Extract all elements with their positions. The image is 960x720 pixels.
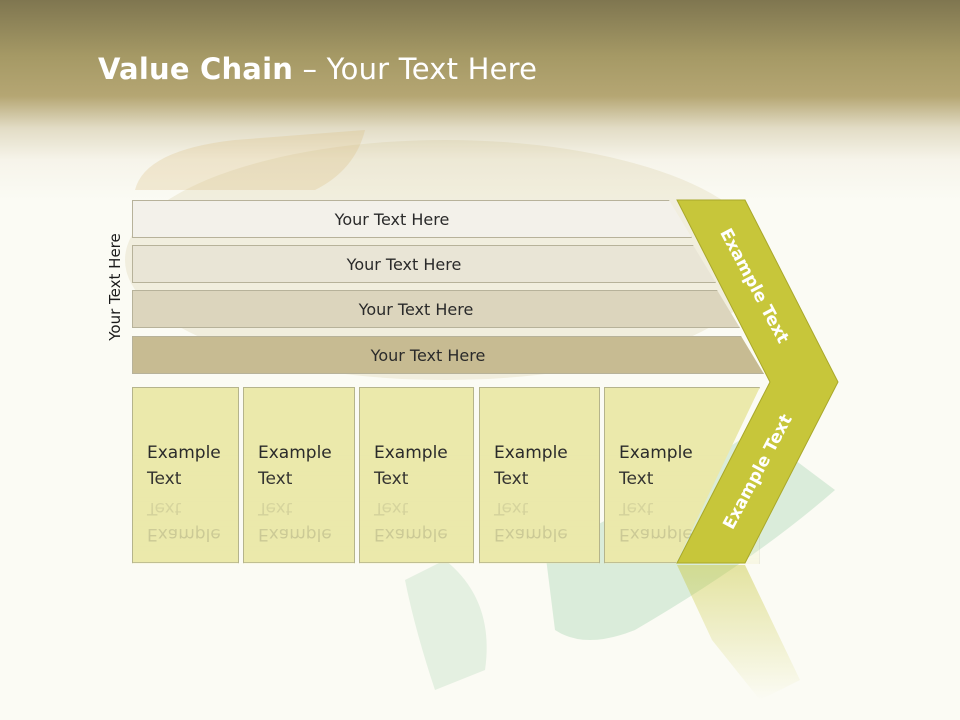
reflection-text-line1: Example — [494, 524, 568, 544]
box-text-line1: Example — [374, 440, 473, 466]
box-text-line2: Text — [374, 466, 473, 492]
primary-box-2: Example Text — [243, 387, 355, 563]
page-title: Value Chain – Your Text Here — [98, 52, 537, 86]
primary-box-1: Example Text — [132, 387, 239, 563]
side-label: Your Text Here — [106, 233, 124, 341]
reflection-text-line2: Text — [374, 498, 409, 518]
support-bar-label: Your Text Here — [334, 209, 450, 229]
reflection-text-line1: Example — [258, 524, 332, 544]
support-bar-3: Your Text Here — [132, 290, 740, 328]
reflection-text-line1: Example — [147, 524, 221, 544]
header-band — [0, 0, 960, 200]
box-text-line2: Text — [619, 466, 759, 492]
primary-box-3: Example Text — [359, 387, 474, 563]
support-bar-label: Your Text Here — [358, 299, 474, 319]
box-text-line2: Text — [147, 466, 238, 492]
box-text-line1: Example — [258, 440, 354, 466]
box-text-line1: Example — [619, 440, 759, 466]
reflection-text-line2: Text — [494, 498, 529, 518]
support-bar-label: Your Text Here — [370, 345, 486, 365]
reflection-text-line2: Text — [147, 498, 182, 518]
support-bar-4: Your Text Here — [132, 336, 764, 374]
box-text-line2: Text — [258, 466, 354, 492]
box-text-line2: Text — [494, 466, 599, 492]
title-bold: Value Chain — [98, 52, 294, 86]
reflection-text-line1: Example — [374, 524, 448, 544]
support-bar-1: Your Text Here — [132, 200, 692, 238]
support-bar-label: Your Text Here — [346, 254, 462, 274]
support-bar-2: Your Text Here — [132, 245, 716, 283]
chevron-reflection — [677, 565, 800, 700]
arrow-upper-label: Example Text — [715, 225, 793, 347]
reflection-text-line2: Text — [258, 498, 293, 518]
primary-box-4: Example Text — [479, 387, 600, 563]
box-text-line1: Example — [147, 440, 238, 466]
box-text-line1: Example — [494, 440, 599, 466]
title-rest: – Your Text Here — [293, 52, 538, 86]
